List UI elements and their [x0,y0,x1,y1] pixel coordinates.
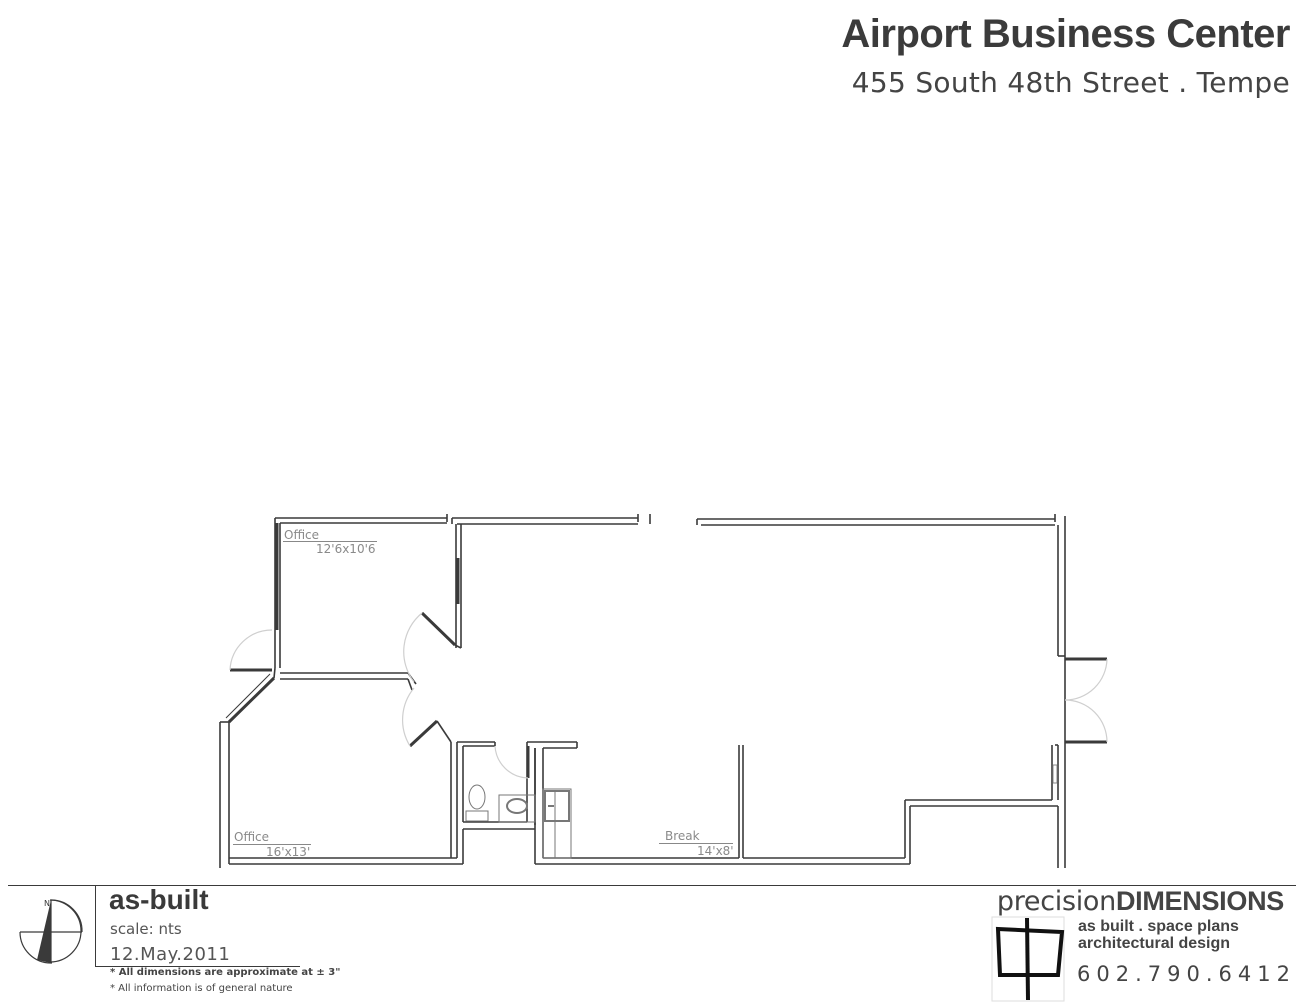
counter-icon [542,788,572,859]
title-block-vline [95,885,96,967]
company-name: precisionDIMENSIONS [997,886,1284,917]
toilet-tank-icon [465,810,489,822]
note-dimensions: * All dimensions are approximate at ± 3" [110,967,341,978]
company-name-bold: DIMENSIONS [1115,886,1284,916]
company-phone: 602.790.6412 [1077,962,1296,986]
company-tagline-2: architectural design [1078,935,1231,952]
company-name-light: precision [996,886,1116,917]
fixtures [465,784,572,859]
logo-mark-icon [991,916,1065,1002]
room-label-underline [659,843,733,844]
title-block-divider [8,885,1296,886]
vanity-icon [498,794,536,823]
door-swings [229,612,1108,779]
note-information: * All information is of general nature [110,983,293,994]
drawing-date: 12.May.2011 [110,944,231,965]
room-label-underline [233,844,311,845]
kitchen-sink-icon [544,790,570,822]
room-dim-office-1: 12'6x10'6 [316,542,376,556]
company-tagline-1: as built . space plans [1078,918,1239,935]
walls [219,514,1107,868]
room-label-office-1: Office [284,528,320,542]
drawing-type: as-built [109,884,209,915]
sink-icon [506,798,528,814]
room-label-break: Break [665,829,700,843]
compass-label: N [44,899,50,908]
building-title: Airport Business Center [841,12,1290,56]
drawing-scale: scale: nts [110,920,182,938]
title-block-hline [95,966,300,967]
room-dim-break: 14'x8' [697,844,734,858]
toilet-icon [468,784,486,810]
room-dim-office-2: 16'x13' [266,845,311,859]
north-arrow-icon [19,899,83,964]
room-label-office-2: Office [234,830,270,844]
room-label-underline [283,541,377,542]
building-address: 455 South 48th Street . Tempe [851,66,1290,99]
